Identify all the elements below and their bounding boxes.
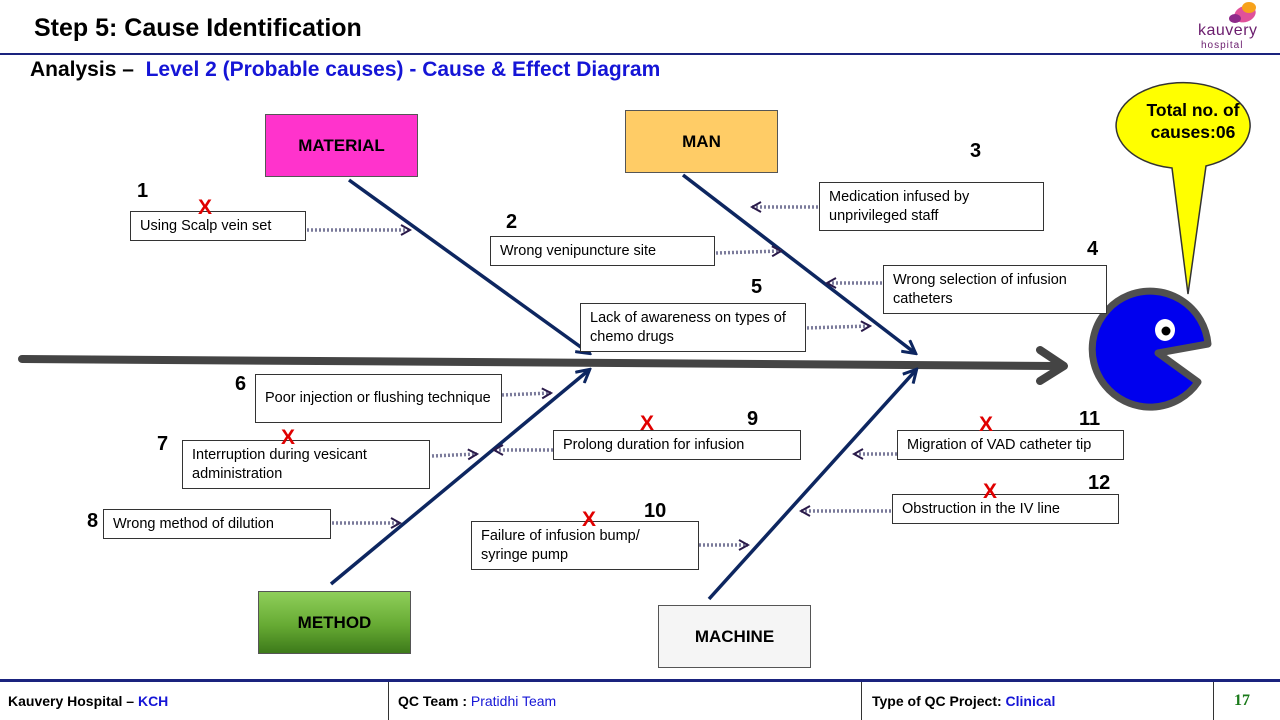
cause-box-11: Migration of VAD catheter tip [897, 430, 1124, 460]
cause-box-6: Poor injection or flushing technique [255, 374, 502, 423]
logo-wordmark: kauvery [1198, 22, 1258, 39]
cross-mark-cause-7: X [281, 426, 296, 449]
pacman-effect-icon [1088, 287, 1212, 411]
slide-footer: Kauvery Hospital – KCH QC Team : Pratidh… [0, 679, 1280, 720]
callout-bubble [1115, 81, 1251, 295]
cross-mark-cause-11: X [979, 413, 994, 436]
bone-man [681, 173, 915, 353]
cause-box-3: Medication infused by unprivileged staff [819, 182, 1044, 231]
cause-number-1: 1 [137, 180, 149, 202]
cause-number-7: 7 [157, 433, 169, 455]
footer-project: Type of QC Project: Clinical [872, 682, 1055, 720]
spine-arrowhead [1036, 346, 1068, 385]
logo-petal-purple [1229, 14, 1241, 23]
cause-box-7: Interruption during vesicant administrat… [182, 440, 430, 489]
cross-mark-cause-1: X [198, 196, 213, 219]
cause-arrow-6 [501, 393, 551, 395]
cause-number-10: 10 [644, 500, 667, 522]
logo-petal-orange [1242, 2, 1256, 13]
category-material: MATERIAL [265, 114, 418, 177]
subtitle-accent: Level 2 (Probable causes) - Cause & Effe… [145, 58, 661, 81]
footer-project-value: Clinical [1005, 693, 1056, 709]
cause-number-2: 2 [506, 211, 518, 233]
bone-machine [707, 370, 916, 601]
fishbone-spine [18, 355, 1060, 370]
footer-divider [861, 682, 862, 720]
page-title: Step 5: Cause Identification [34, 14, 362, 42]
category-machine: MACHINE [658, 605, 811, 668]
cause-box-10: Failure of infusion bump/ syringe pump [471, 521, 699, 570]
fishbone-diagram [18, 81, 1251, 601]
footer-hospital-code: KCH [137, 693, 169, 709]
page-subtitle: Analysis – Level 2 (Probable causes) - C… [30, 58, 660, 82]
page-number: 17 [1234, 692, 1250, 709]
cause-arrow-5 [806, 326, 870, 328]
title-divider [0, 53, 1280, 55]
cause-number-9: 9 [747, 408, 759, 430]
footer-team-value: Pratidhi Team [470, 693, 557, 709]
bone-material [347, 178, 589, 353]
cause-box-12: Obstruction in the IV line [892, 494, 1119, 524]
subtitle-prefix: Analysis – [30, 58, 134, 81]
cause-arrow-7 [431, 454, 477, 456]
footer-team-label: QC Team : [398, 693, 467, 709]
cause-box-1: Using Scalp vein set [130, 211, 306, 241]
category-man: MAN [625, 110, 778, 173]
cause-box-5: Lack of awareness on types of chemo drug… [580, 303, 806, 352]
cause-number-3: 3 [970, 140, 982, 162]
footer-project-label: Type of QC Project: [872, 693, 1002, 709]
footer-hospital: Kauvery Hospital – KCH [8, 682, 168, 720]
cause-box-9: Prolong duration for infusion [553, 430, 801, 460]
cause-number-4: 4 [1087, 238, 1099, 260]
footer-divider [1213, 682, 1214, 720]
logo-subtext: hospital [1201, 40, 1244, 51]
cause-number-11: 11 [1079, 408, 1101, 430]
pacman-pupil [1161, 326, 1171, 336]
cause-number-6: 6 [235, 373, 247, 395]
cause-box-4: Wrong selection of infusion catheters [883, 265, 1107, 314]
cross-mark-cause-12: X [983, 480, 998, 503]
cause-number-8: 8 [87, 510, 99, 532]
cause-count-callout: Total no. of causes:06 [1146, 100, 1240, 142]
cause-arrow-2 [715, 251, 781, 253]
footer-team: QC Team : Pratidhi Team [398, 682, 556, 720]
bone-method [329, 370, 589, 586]
category-method: METHOD [258, 591, 411, 654]
kauvery-logo: kauvery hospital [1196, 2, 1266, 54]
footer-hospital-label: Kauvery Hospital – [8, 693, 135, 709]
cross-mark-cause-10: X [582, 508, 597, 531]
cause-box-8: Wrong method of dilution [103, 509, 331, 539]
footer-divider [388, 682, 389, 720]
cause-box-2: Wrong venipuncture site [490, 236, 715, 266]
cause-number-5: 5 [751, 276, 763, 298]
cause-number-12: 12 [1088, 472, 1111, 494]
cross-mark-cause-9: X [640, 412, 655, 435]
